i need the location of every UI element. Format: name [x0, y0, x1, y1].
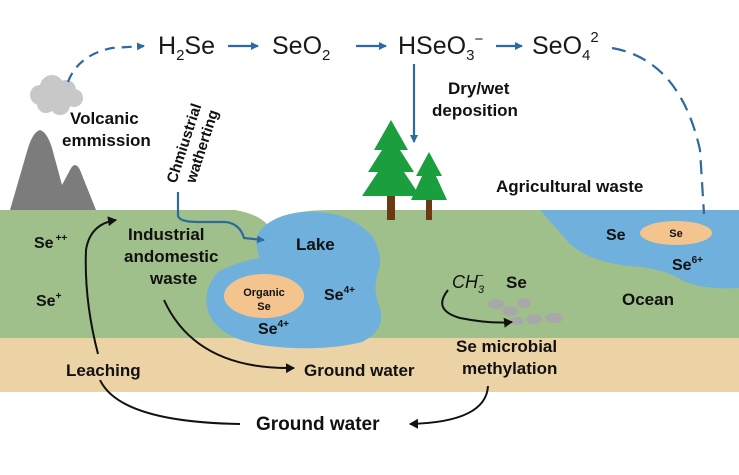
label-se-microbial: Se microbial: [456, 337, 557, 356]
label-se-plusplus: Se++: [34, 233, 67, 252]
label-organic-se: Se: [257, 301, 270, 313]
label-ch3: CH3−: [452, 270, 485, 296]
tree-icon-large: [362, 120, 420, 220]
label-ocean-se: Se: [606, 227, 626, 244]
chem-h2se: H2Se: [158, 32, 215, 64]
tree-icon-small: [411, 152, 447, 220]
label-deposition: deposition: [432, 101, 518, 120]
ocean-se-blob: [640, 221, 712, 245]
label-lake-se4-a: Se4+: [324, 285, 355, 304]
label-lake-se4-b: Se4+: [258, 319, 289, 338]
label-ocean: Ocean: [622, 290, 674, 309]
chem-hseo3: HSeO3−: [398, 31, 483, 64]
label-ocean-se-blob: Se: [669, 228, 682, 240]
label-volcanic: Volcanic: [70, 109, 139, 128]
label-andomestic: andomestic: [124, 247, 218, 266]
label-leaching: Leaching: [66, 361, 141, 380]
process-arrows: [84, 216, 513, 429]
label-methylation: methylation: [462, 359, 557, 378]
label-se-plus: Se+: [36, 291, 62, 310]
label-agricultural-waste: Agricultural waste: [496, 177, 643, 196]
chem-seo2: SeO2: [272, 32, 330, 64]
label-lake: Lake: [296, 235, 335, 254]
label-ground-water-bottom: Ground water: [256, 414, 380, 435]
atmospheric-arrows: [66, 42, 706, 244]
label-methyl-se: Se: [506, 273, 527, 292]
label-dry-wet: Dry/wet: [448, 79, 510, 98]
label-organic: Organic: [243, 287, 285, 299]
volcano: [10, 130, 96, 210]
label-industrial: Industrial: [128, 225, 205, 244]
label-ocean-se6: Se6+: [672, 255, 703, 274]
smoke-cloud-icon: [30, 75, 83, 115]
label-chm-weathering: Chmiustrial watherting: [164, 102, 223, 187]
label-ground-water-mid: Ground water: [304, 361, 415, 380]
pebbles: [488, 298, 563, 325]
label-emmission: emmission: [62, 131, 151, 150]
chem-seo4: SeO42: [532, 29, 599, 64]
organic-se-blob: [224, 274, 304, 318]
label-waste: waste: [149, 269, 197, 288]
soil-layer: [0, 338, 739, 392]
